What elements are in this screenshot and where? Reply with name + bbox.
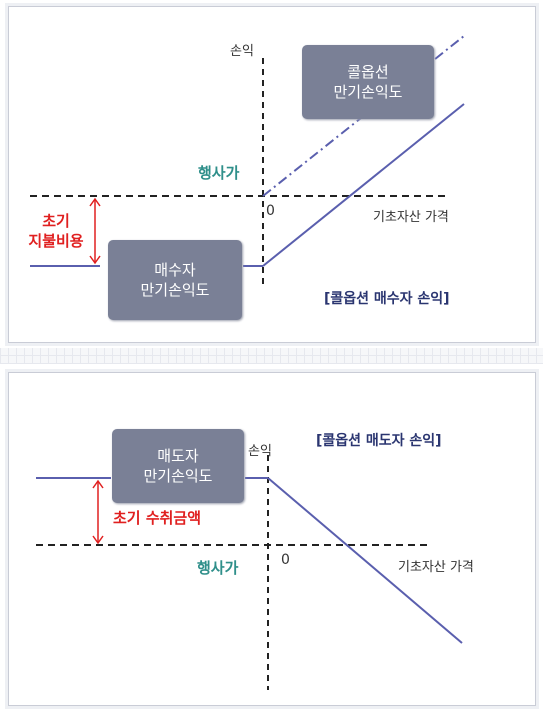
receive-arrow-head-bottom — [92, 535, 104, 545]
premium-arrow-head-bottom — [89, 255, 101, 265]
bottom-origin-label: 0 — [281, 552, 290, 568]
premium-label-line1: 초기 — [42, 212, 70, 230]
top-strike-label: 행사가 — [198, 164, 240, 182]
premium-arrow-head-top — [89, 197, 101, 207]
top-y-axis-label: 손익 — [230, 44, 254, 59]
bottom-x-axis-label: 기초자산 가격 — [398, 560, 474, 575]
premium-label-line2: 지불비용 — [28, 232, 84, 250]
call-box-line1: 콜옵션 — [347, 63, 389, 81]
buyer-box: 매수자 만기손익도 — [108, 240, 242, 320]
call-buyer-panel — [8, 6, 536, 343]
seller-falling-line — [267, 477, 463, 644]
receive-arrow-head-top — [92, 479, 104, 489]
bottom-y-axis-label: 손익 — [248, 444, 272, 459]
seller-box-line1: 매도자 — [157, 447, 199, 465]
top-x-axis-label: 기초자산 가격 — [373, 210, 449, 225]
call-box: 콜옵션 만기손익도 — [302, 45, 434, 119]
call-box-line2: 만기손익도 — [333, 83, 403, 101]
buyer-box-line2: 만기손익도 — [140, 281, 210, 299]
buyer-box-line1: 매수자 — [154, 261, 196, 279]
top-premium-label: 초기 지불비용 — [24, 211, 88, 251]
seller-box: 매도자 만기손익도 — [112, 429, 244, 503]
top-caption: [콜옵션 매수자 손익] — [324, 291, 450, 307]
bottom-caption: [콜옵션 매도자 손익] — [316, 433, 442, 449]
bottom-strike-label: 행사가 — [197, 559, 239, 577]
divider-strip — [0, 348, 543, 364]
top-origin-label: 0 — [266, 203, 275, 219]
bottom-premium-label: 초기 수취금액 — [113, 509, 202, 527]
buyer-rising-line — [262, 103, 465, 267]
seller-box-line2: 만기손익도 — [143, 467, 213, 485]
